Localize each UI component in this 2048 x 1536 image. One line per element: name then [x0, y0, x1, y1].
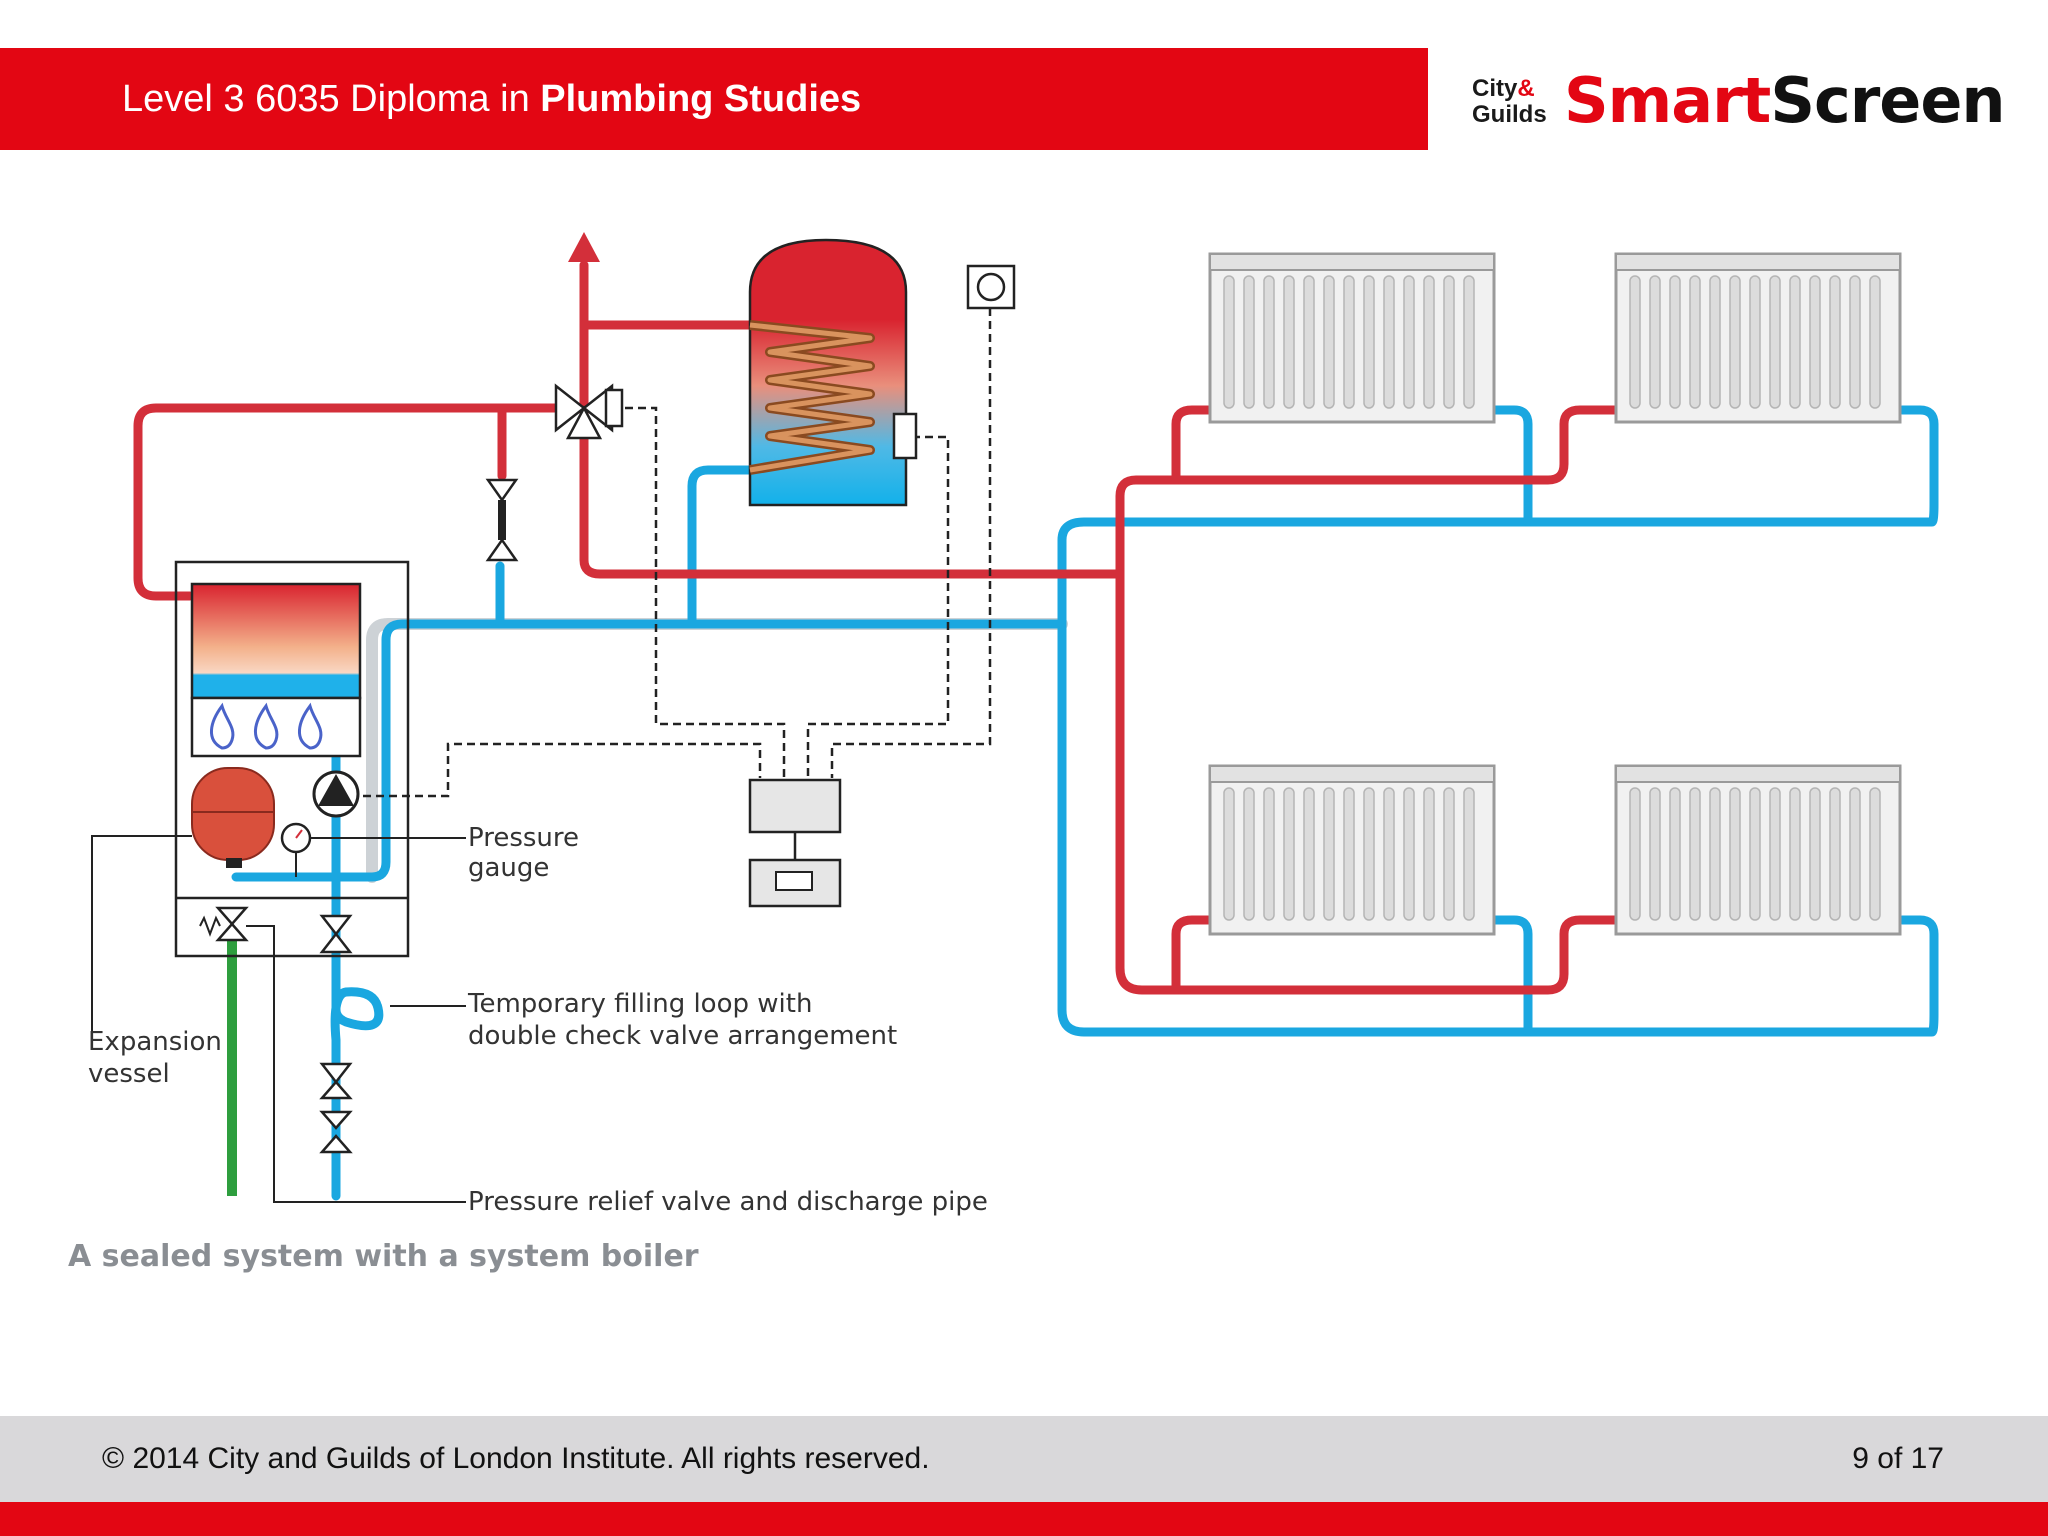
- filling-loop-label-line1: Temporary filling loop with: [467, 989, 812, 1019]
- wiring-centre: [748, 778, 842, 834]
- filling-loop-label-line2: double check valve arrangement: [468, 1021, 897, 1051]
- expansion-vessel-label-line2: vessel: [88, 1059, 170, 1089]
- slide-page-number: 9 of 17: [1852, 1442, 1944, 1475]
- flow-arrow-up: [568, 232, 600, 262]
- header-bar: Level 3 6035 Diploma in Plumbing Studies: [0, 48, 1428, 150]
- logo-smart: Smart: [1564, 64, 1771, 137]
- radiator-bottom-left: [1208, 764, 1496, 936]
- sealed-system-diagram: Pressure gauge Temporary filling loop wi…: [68, 232, 1939, 1274]
- footer-bar: © 2014 City and Guilds of London Institu…: [0, 1416, 2048, 1502]
- smartscreen-wordmark: SmartScreen: [1564, 64, 2006, 137]
- pressure-gauge-label-line2: gauge: [468, 853, 549, 883]
- slide-header-title: Level 3 6035 Diploma in Plumbing Studies: [122, 48, 861, 150]
- radiator-top-right: [1614, 252, 1902, 424]
- logo-ampersand: &: [1517, 75, 1535, 102]
- pressure-gauge-label-line1: Pressure: [468, 823, 579, 853]
- radiator-top-left: [1208, 252, 1496, 424]
- bottom-stripe: [0, 1502, 2048, 1536]
- leader-lines: [91, 835, 466, 1203]
- room-thermostat-icon: [966, 264, 1016, 310]
- flame-icon: [210, 702, 323, 750]
- city-guilds-logo: City& Guilds: [1472, 76, 1547, 128]
- return-pipes: [231, 405, 1939, 1201]
- footer-copyright: © 2014 City and Guilds of London Institu…: [102, 1442, 930, 1475]
- pressure-gauge-icon: [280, 822, 312, 877]
- logo-screen: Screen: [1770, 64, 2005, 137]
- header-title-prefix: Level 3 6035 Diploma in: [122, 78, 541, 120]
- valves: [215, 383, 624, 1154]
- hot-water-cylinder: [748, 238, 918, 507]
- heat-exchanger: [190, 582, 362, 700]
- header-title-bold: Plumbing Studies: [540, 78, 862, 120]
- boiler-casing: [174, 560, 410, 958]
- pump-icon: [312, 770, 360, 818]
- expansion-vessel: [191, 767, 275, 868]
- expansion-vessel-label-line1: Expansion: [88, 1027, 222, 1057]
- programmer-icon: [748, 858, 842, 908]
- radiator-bottom-right: [1614, 764, 1902, 936]
- relief-valve-label: Pressure relief valve and discharge pipe: [468, 1187, 988, 1217]
- logo-guilds: Guilds: [1472, 101, 1547, 128]
- flow-pipes: [133, 260, 1621, 995]
- smartscreen-logo: City& Guilds SmartScreen: [1472, 64, 2006, 140]
- diagram-caption: A sealed system with a system boiler: [68, 1239, 699, 1274]
- control-wiring: [350, 308, 992, 798]
- logo-city: City: [1472, 75, 1518, 102]
